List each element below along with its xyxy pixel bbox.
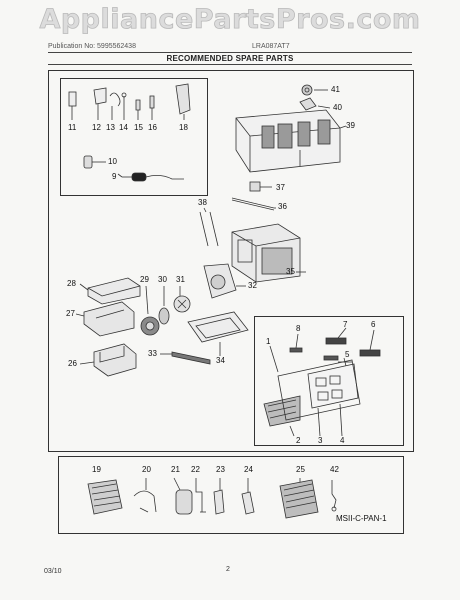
part-11-drawing (68, 91, 77, 120)
part-31-drawing (173, 286, 191, 313)
part-42-drawing (331, 480, 337, 512)
callout-2: 2 (296, 436, 301, 445)
part-20-drawing (133, 478, 157, 513)
callout-15: 15 (134, 123, 143, 132)
callout-33: 33 (148, 349, 157, 358)
callout-7: 7 (343, 320, 348, 329)
part-30-drawing (158, 286, 170, 325)
callout-24: 24 (244, 465, 253, 474)
callout-9: 9 (112, 172, 117, 181)
sealed-system-frame (58, 456, 404, 534)
publication-number: Publication No: 5995562438 (48, 43, 136, 50)
callout-31: 31 (176, 275, 185, 284)
callout-29: 29 (140, 275, 149, 284)
part-9-drawing (122, 172, 184, 182)
callout-35: 35 (286, 267, 295, 276)
callout-3: 3 (318, 436, 323, 445)
model-number: LRA087AT7 (252, 43, 290, 50)
part-26-drawing (79, 343, 137, 377)
part-27-drawing (75, 301, 135, 337)
part-37-drawing (249, 181, 272, 192)
part-32-drawing (203, 263, 246, 299)
part-3-drawing (307, 363, 359, 437)
part-41-drawing (301, 84, 328, 96)
part-28-drawing (79, 277, 141, 305)
callout-13: 13 (106, 123, 115, 132)
callout-14: 14 (119, 123, 128, 132)
part-25-drawing (279, 478, 319, 519)
part-8-drawing (289, 333, 303, 353)
callout-22: 22 (191, 465, 200, 474)
part-35-drawing (231, 223, 306, 283)
callout-6: 6 (371, 320, 376, 329)
header-rule-top (48, 52, 412, 53)
part-16-drawing (149, 95, 155, 120)
callout-27: 27 (66, 309, 75, 318)
part-10-drawing (83, 155, 106, 169)
callout-8: 8 (296, 324, 301, 333)
part-15-drawing (135, 99, 141, 120)
section-title: RECOMMENDED SPARE PARTS (166, 54, 294, 63)
part-40-drawing (299, 97, 331, 111)
callout-40: 40 (333, 103, 342, 112)
header-rule-bottom (48, 64, 412, 65)
callout-4: 4 (340, 436, 345, 445)
callout-28: 28 (67, 279, 76, 288)
part-1-drawing (269, 345, 279, 373)
callout-42: 42 (330, 465, 339, 474)
part-19-drawing (87, 479, 123, 515)
leader-lines (117, 173, 123, 178)
callout-10: 10 (108, 157, 117, 166)
part-6-drawing (359, 329, 381, 357)
part-2-drawing (263, 395, 301, 437)
callout-23: 23 (216, 465, 225, 474)
part-38-drawing (199, 207, 219, 247)
footer-date: 03/10 (44, 568, 62, 575)
callout-25: 25 (296, 465, 305, 474)
callout-5: 5 (345, 350, 350, 359)
callout-19: 19 (92, 465, 101, 474)
part-36-drawing (231, 197, 276, 211)
callout-39: 39 (346, 121, 355, 130)
part-5-drawing (323, 355, 352, 367)
part-29-drawing (140, 285, 160, 336)
part-18-drawing (175, 83, 191, 120)
footer-page-number: 2 (226, 566, 230, 573)
callout-20: 20 (142, 465, 151, 474)
part-4-drawing (277, 359, 361, 437)
callout-37: 37 (276, 183, 285, 192)
part-22-drawing (195, 478, 206, 513)
part-24-drawing (241, 478, 255, 515)
watermark-text: AppliancePartsPros.com (39, 4, 421, 36)
callout-12: 12 (92, 123, 101, 132)
part-21-drawing (173, 477, 193, 515)
callout-30: 30 (158, 275, 167, 284)
diagram-code: MSII-C-PAN-1 (336, 514, 387, 523)
small-parts-frame (60, 78, 208, 196)
callout-1: 1 (266, 337, 271, 346)
callout-16: 16 (148, 123, 157, 132)
callout-32: 32 (248, 281, 257, 290)
callout-21: 21 (171, 465, 180, 474)
part-34-drawing (187, 311, 249, 356)
part-7-drawing (325, 327, 347, 345)
part-23-drawing (213, 478, 225, 515)
part-12-drawing (93, 87, 107, 120)
main-parts-frame (48, 70, 414, 452)
part-13-drawing (109, 92, 121, 120)
callout-18: 18 (179, 123, 188, 132)
front-panel-frame (254, 316, 404, 446)
part-14-drawing (121, 92, 127, 120)
callout-41: 41 (331, 85, 340, 94)
part-39-drawing (235, 109, 347, 173)
part-33-drawing (160, 351, 211, 365)
callout-26: 26 (68, 359, 77, 368)
callout-11: 11 (68, 123, 77, 132)
callout-38: 38 (198, 198, 207, 207)
callout-36: 36 (278, 202, 287, 211)
callout-34: 34 (216, 356, 225, 365)
